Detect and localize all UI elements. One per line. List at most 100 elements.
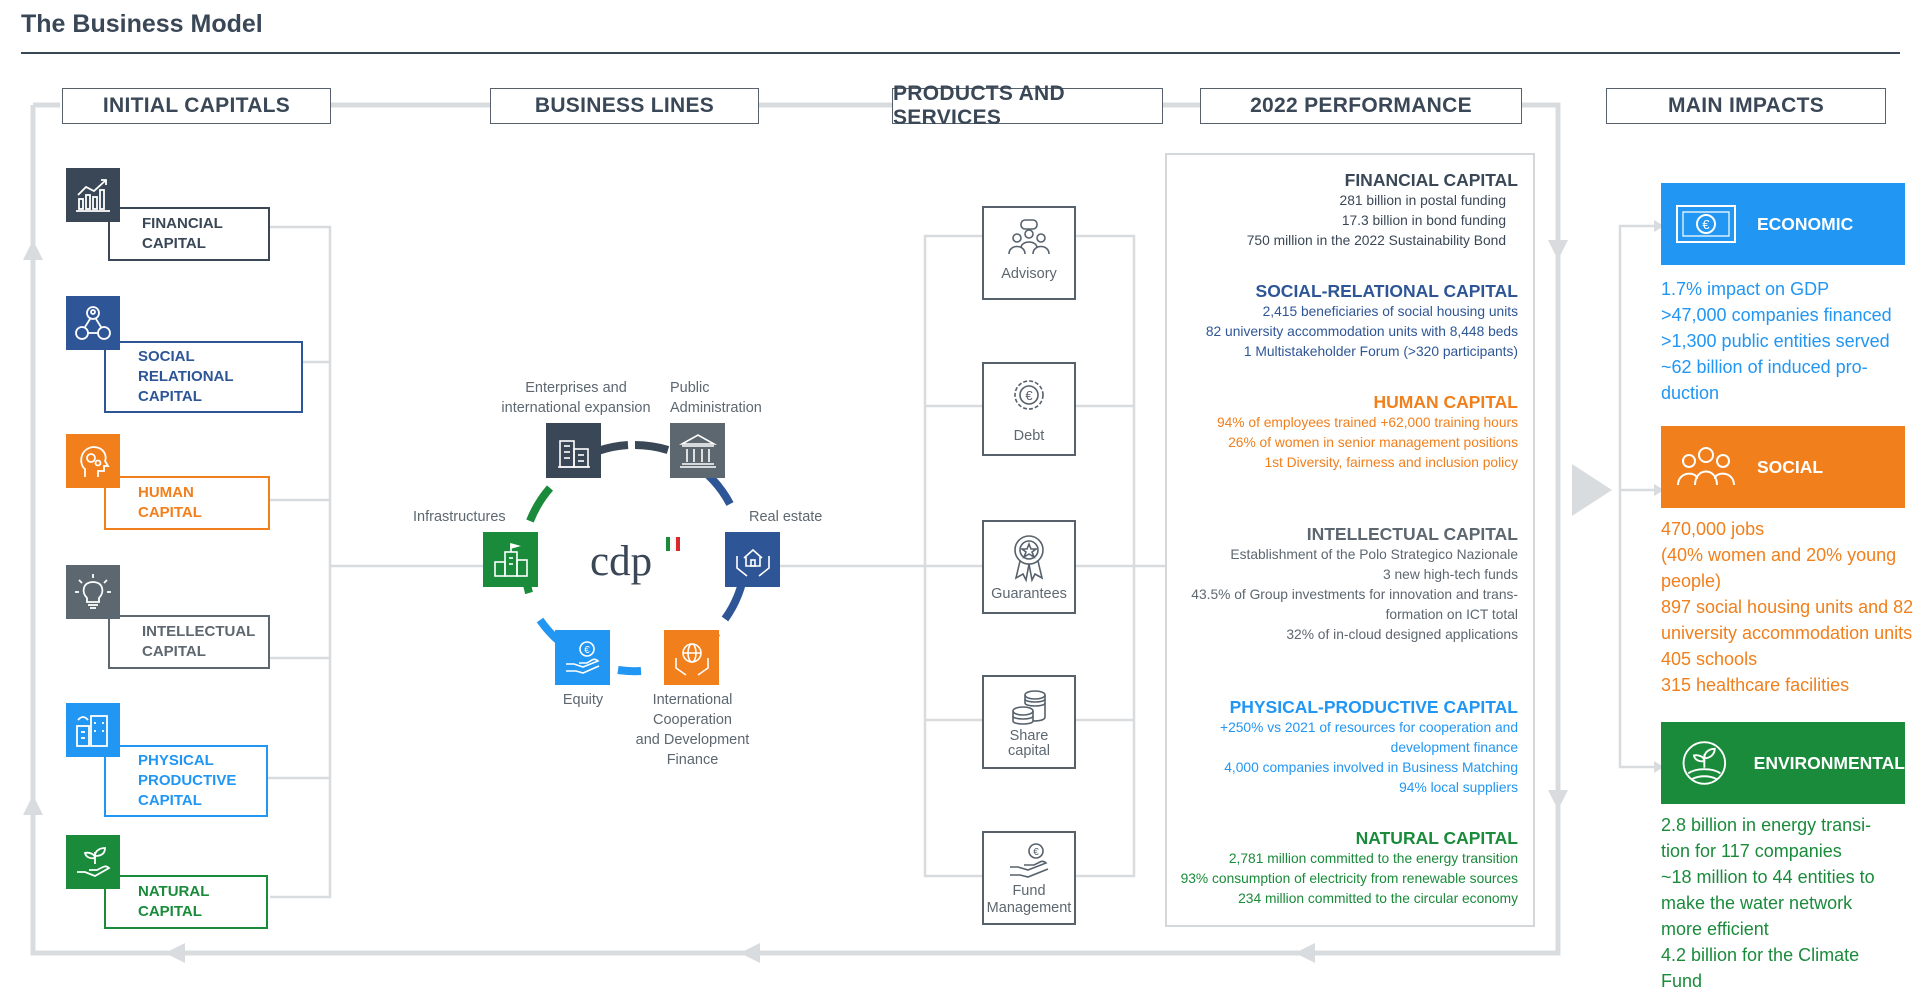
- impact-line: 315 healthcare facilities: [1661, 675, 1850, 695]
- impact-line: make the water network: [1661, 893, 1853, 913]
- perf-line: 82 university accommodation units with 8…: [1205, 324, 1518, 339]
- leaf-globe-icon: [1682, 741, 1727, 785]
- impact-line: 897 social housing units and 82: [1661, 597, 1914, 617]
- header-business-lines: BUSINESS LINES: [490, 88, 759, 124]
- impact-environmental-text: 2.8 billion in energy transi- tion for 1…: [1661, 812, 1920, 990]
- perf-line: 2,415 beneficiaries of social housing un…: [1262, 304, 1518, 319]
- people-icon: [1677, 447, 1735, 486]
- lightbulb-icon: [66, 565, 120, 619]
- product-debt: € Debt: [982, 362, 1076, 456]
- capital-label: HUMAN CAPITAL: [138, 484, 202, 521]
- perf-line: formation on ICT total: [1385, 607, 1518, 622]
- impact-line: (40% women and 20% young: [1661, 545, 1897, 565]
- cdp-logo: cdp: [590, 538, 653, 585]
- impact-line: ~62 billion of induced pro-: [1661, 357, 1868, 377]
- impact-line: university accommodation units: [1661, 623, 1913, 643]
- perf-heading: SOCIAL-RELATIONAL CAPITAL: [1255, 281, 1518, 301]
- perf-line: 94% of employees trained +62,000 trainin…: [1216, 415, 1518, 430]
- perf-line: 234 million committed to the circular ec…: [1238, 891, 1518, 906]
- city-icon: [483, 532, 538, 587]
- plant-hand-icon: [66, 835, 120, 889]
- svg-text:€: €: [1033, 847, 1039, 858]
- capital-social-relational: SOCIAL RELATIONAL CAPITAL: [104, 341, 303, 413]
- chart-icon: [66, 168, 120, 222]
- impact-line: ~18 million to 44 entities to: [1661, 867, 1875, 887]
- euro-hand-icon: €: [555, 630, 610, 685]
- enterprise-icon: [546, 423, 601, 478]
- impact-social-text: 470,000 jobs (40% women and 20% young pe…: [1661, 516, 1920, 698]
- perf-heading: FINANCIAL CAPITAL: [1344, 170, 1518, 190]
- perf-heading: HUMAN CAPITAL: [1373, 392, 1518, 412]
- impact-environmental: ENVIRONMENTAL: [1661, 722, 1905, 804]
- perf-line: 17.3 billion in bond funding: [1341, 213, 1506, 228]
- capital-label: INTELLECTUAL CAPITAL: [142, 623, 256, 660]
- buildings-icon: [66, 703, 120, 757]
- perf-heading: NATURAL CAPITAL: [1355, 828, 1518, 848]
- business-line-label: Public Administration: [670, 380, 762, 416]
- product-fund-management: € Fund Management: [982, 831, 1076, 925]
- perf-line: 1 Multistakeholder Forum (>320 participa…: [1243, 344, 1518, 359]
- banknote-icon: €: [1676, 205, 1736, 243]
- impact-line: 2.8 billion in energy transi-: [1661, 815, 1872, 835]
- perf-line: 32% of in-cloud designed applications: [1286, 627, 1518, 642]
- svg-text:€: €: [584, 645, 590, 656]
- impact-title: SOCIAL: [1757, 456, 1824, 477]
- perf-line: 93% consumption of electricity from rene…: [1180, 871, 1518, 886]
- title-divider: [21, 52, 1900, 54]
- product-label: Debt: [1013, 428, 1045, 444]
- business-line-label: Infrastructures: [413, 509, 506, 525]
- capital-financial: FINANCIAL CAPITAL: [108, 207, 270, 261]
- product-share-capital: Share capital: [982, 675, 1076, 769]
- impact-line: >47,000 companies financed: [1661, 305, 1892, 325]
- impact-line: 405 schools: [1661, 649, 1758, 669]
- perf-line: 750 million in the 2022 Sustainability B…: [1246, 233, 1506, 248]
- svg-text:€: €: [1025, 388, 1033, 403]
- svg-text:€: €: [1702, 217, 1710, 232]
- badge-icon: [1014, 535, 1044, 583]
- advisory-icon: [1008, 219, 1050, 255]
- business-line-label: Real estate: [749, 509, 823, 525]
- capital-label: SOCIAL RELATIONAL CAPITAL: [138, 348, 234, 405]
- house-hands-icon: [725, 532, 780, 587]
- product-guarantees: Guarantees: [982, 520, 1076, 614]
- capital-label: FINANCIAL CAPITAL: [142, 215, 223, 252]
- impact-line: 1.7% impact on GDP: [1661, 279, 1830, 299]
- capital-intellectual: INTELLECTUAL CAPITAL: [108, 615, 270, 669]
- impact-line: >1,300 public entities served: [1661, 331, 1890, 351]
- perf-line: 26% of women in senior management positi…: [1228, 435, 1518, 450]
- euro-hand-icon: €: [1010, 843, 1049, 878]
- perf-line: 3 new high-tech funds: [1383, 567, 1518, 582]
- perf-line: 43.5% of Group investments for innovatio…: [1191, 587, 1518, 602]
- perf-natural: NATURAL CAPITAL 2,781 million committed …: [1181, 827, 1518, 909]
- header-products-services: PRODUCTS AND SERVICES: [892, 82, 1163, 129]
- perf-line: +250% vs 2021 of resources for cooperati…: [1220, 720, 1518, 735]
- perf-heading: PHYSICAL-PRODUCTIVE CAPITAL: [1229, 697, 1518, 717]
- network-icon: [66, 296, 120, 350]
- capital-label: NATURAL CAPITAL: [138, 883, 210, 920]
- product-label: Guarantees: [991, 586, 1067, 602]
- product-label: Share capital: [1008, 728, 1050, 759]
- impact-economic-text: 1.7% impact on GDP >47,000 companies fin…: [1661, 276, 1920, 406]
- impact-line: tion for 117 companies: [1661, 841, 1842, 861]
- header-main-impacts: MAIN IMPACTS: [1606, 88, 1886, 124]
- impact-title: ECONOMIC: [1757, 213, 1854, 234]
- impact-line: Fund: [1661, 971, 1703, 990]
- perf-physical-productive: PHYSICAL-PRODUCTIVE CAPITAL +250% vs 202…: [1220, 696, 1518, 798]
- impact-line: more efficient: [1661, 919, 1769, 939]
- product-label: Fund Management: [986, 883, 1072, 916]
- perf-line: 281 billion in postal funding: [1339, 193, 1506, 208]
- capital-human: HUMAN CAPITAL: [104, 476, 270, 530]
- business-line-label: Equity: [562, 692, 604, 708]
- euro-gear-icon: €: [1014, 380, 1044, 410]
- head-gears-icon: [66, 434, 120, 488]
- impact-line: duction: [1661, 383, 1720, 403]
- perf-line: 94% local suppliers: [1399, 780, 1518, 795]
- globe-hands-icon: [664, 630, 719, 685]
- page-title: The Business Model: [21, 10, 263, 38]
- capital-physical-productive: PHYSICAL PRODUCTIVE CAPITAL: [104, 745, 268, 817]
- coins-icon: [1012, 690, 1046, 725]
- header-performance: 2022 PERFORMANCE: [1200, 88, 1522, 124]
- impact-title: ENVIRONMENTAL: [1753, 752, 1905, 773]
